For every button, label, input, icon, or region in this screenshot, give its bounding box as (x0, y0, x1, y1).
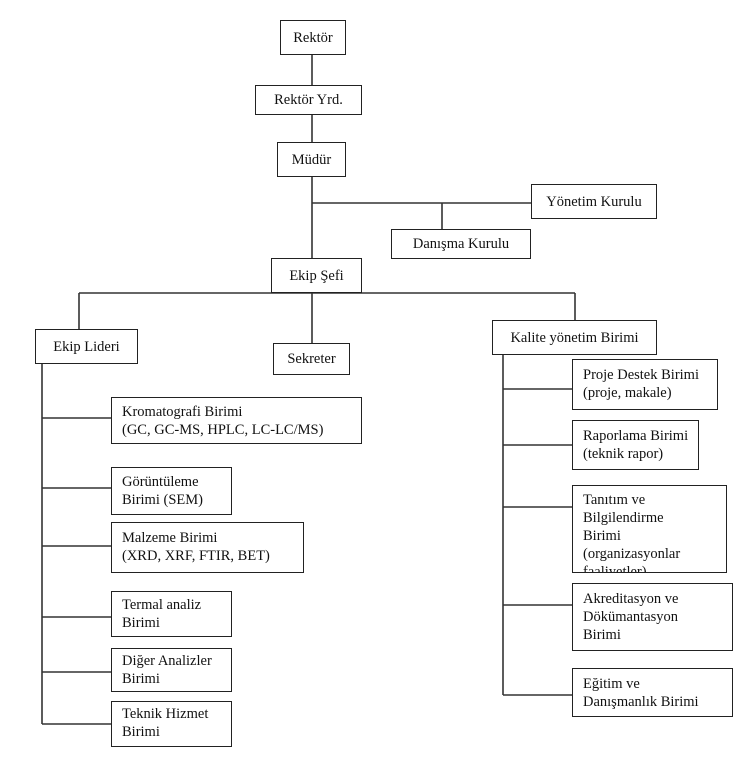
unit-line: faaliyetler) (583, 564, 647, 573)
unit-line: Birimi (122, 671, 160, 687)
label-danisma-kurulu: Danışma Kurulu (412, 236, 510, 252)
unit-line: (teknik rapor) (583, 446, 664, 462)
box-yonetim-kurulu: Yönetim Kurulu (531, 184, 657, 219)
unit-line: Birimi (583, 627, 621, 643)
unit-line: Proje Destek Birimi (583, 367, 699, 383)
box-rektor-yrd: Rektör Yrd. (255, 85, 362, 115)
label-yonetim-kurulu: Yönetim Kurulu (546, 193, 642, 210)
label-sekreter: Sekreter (287, 351, 336, 367)
box-kalite-yonetim: Kalite yönetim Birimi (492, 320, 657, 355)
label-rektor-yrd: Rektör Yrd. (274, 92, 343, 108)
unit-line: Bilgilendirme (583, 510, 664, 526)
unit-line: Akreditasyon ve (583, 591, 679, 607)
unit-line: (GC, GC-MS, HPLC, LC-LC/MS) (122, 422, 324, 438)
unit-line: (proje, makale) (583, 385, 672, 401)
box-mudur: Müdür (277, 142, 346, 177)
unit-line: Birimi (583, 528, 621, 544)
unit-line: Raporlama Birimi (583, 428, 689, 444)
box-rektor: Rektör (280, 20, 346, 55)
unit-line: Tanıtım ve (583, 492, 646, 508)
unit-line: (XRD, XRF, FTIR, BET) (122, 548, 270, 564)
unit-line: Danışmanlık Birimi (583, 694, 699, 710)
box-sekreter: Sekreter (273, 343, 350, 375)
unit-line: Termal analiz (122, 597, 202, 613)
box-ekip-sefi: Ekip Şefi (271, 258, 362, 293)
unit-line: Birimi (122, 724, 160, 740)
unit-line: Diğer Analizler (122, 653, 212, 669)
label-ekip-lideri: Ekip Lideri (53, 338, 120, 355)
box-danisma-kurulu: Danışma Kurulu (391, 229, 531, 259)
label-rektor: Rektör (293, 29, 333, 46)
unit-line: Görüntüleme (122, 474, 199, 490)
unit-line: Dökümantasyon (583, 609, 679, 625)
box-raporlama: Raporlama Birimi (teknik rapor) (572, 420, 699, 470)
unit-line: Teknik Hizmet (122, 706, 209, 722)
unit-line: Birimi (122, 615, 160, 631)
box-egitim-danismanlik: Eğitim ve Danışmanlık Birimi (572, 668, 733, 717)
box-ekip-lideri: Ekip Lideri (35, 329, 138, 364)
label-mudur: Müdür (291, 151, 332, 168)
unit-line: Malzeme Birimi (122, 530, 218, 546)
unit-line: (organizasyonlar (583, 546, 681, 562)
label-kalite-yonetim: Kalite yönetim Birimi (510, 329, 639, 346)
box-kromatografi: Kromatografi Birimi (GC, GC-MS, HPLC, LC-… (111, 397, 362, 444)
box-malzeme: Malzeme Birimi (XRD, XRF, FTIR, BET) (111, 522, 304, 573)
label-ekip-sefi: Ekip Şefi (289, 267, 344, 284)
unit-line: Eğitim ve (583, 676, 640, 692)
unit-line: Kromatografi Birimi (122, 404, 243, 420)
unit-line: Birimi (SEM) (122, 492, 203, 508)
box-proje-destek: Proje Destek Birimi (proje, makale) (572, 359, 718, 410)
